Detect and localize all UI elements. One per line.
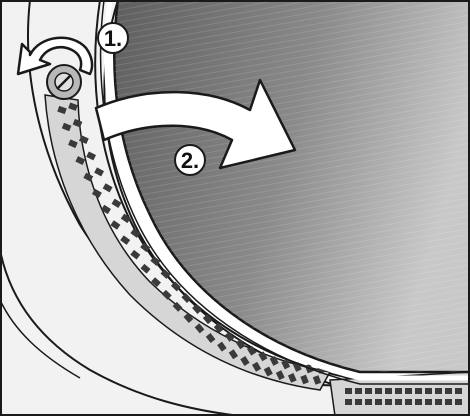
vent-hole	[455, 388, 462, 394]
vent-hole	[435, 388, 442, 394]
vent-hole	[395, 388, 402, 394]
vent-hole	[455, 399, 462, 405]
step-1-label: 1.	[104, 26, 122, 51]
vent-hole	[425, 388, 432, 394]
vent-hole	[375, 388, 382, 394]
vent-hole	[425, 399, 432, 405]
vent-hole	[345, 388, 352, 394]
vent-hole	[405, 388, 412, 394]
vent-hole	[385, 388, 392, 394]
vent-hole	[375, 399, 382, 405]
vent-hole	[435, 399, 442, 405]
vent-hole	[405, 399, 412, 405]
vent-hole	[365, 399, 372, 405]
step-2-marker: 2.	[175, 145, 205, 175]
vent-hole	[415, 399, 422, 405]
vent-hole	[385, 399, 392, 405]
vent-hole	[355, 388, 362, 394]
vent-hole	[445, 388, 452, 394]
vent-hole	[415, 388, 422, 394]
vent-hole	[445, 399, 452, 405]
screw-lock-icon[interactable]	[47, 65, 81, 99]
vent-hole	[395, 399, 402, 405]
vent-hole	[355, 399, 362, 405]
step-1-marker: 1.	[98, 23, 128, 53]
vent-hole	[345, 399, 352, 405]
vent-hole	[365, 388, 372, 394]
step-2-label: 2.	[181, 148, 199, 173]
